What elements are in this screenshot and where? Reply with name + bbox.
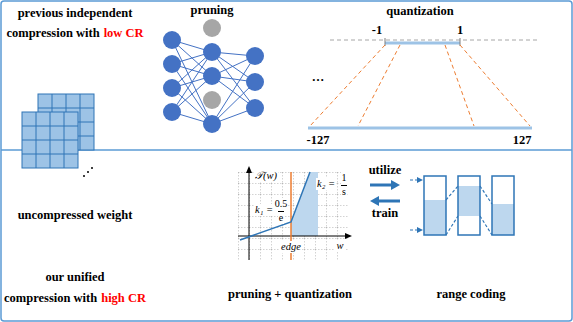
caption-text: our unified <box>45 270 104 284</box>
title-text: compression with low CR <box>6 23 143 41</box>
figure-title: quantization <box>386 4 453 18</box>
edge-label: train <box>372 206 398 220</box>
flow-arrow <box>370 180 400 190</box>
caption-text: compression with high CR <box>4 288 146 306</box>
node-caption: pruning + quantization <box>212 287 368 302</box>
axis-value: -1 <box>372 23 382 37</box>
figure-title: pruning <box>190 3 233 17</box>
axis-label: w <box>335 240 344 252</box>
edge-label: utilize <box>369 163 402 177</box>
node-caption: range coding <box>402 287 540 302</box>
range-coding-bars <box>410 176 514 235</box>
axis-label: 𝒯(w) <box>254 170 278 182</box>
slope-label: k₂ = <box>316 178 336 190</box>
pruned-network <box>163 19 264 133</box>
ellipsis-dots <box>83 167 93 177</box>
caption-text: high CR <box>101 291 146 305</box>
ellipsis: … <box>312 70 325 84</box>
fraction-denominator: e <box>278 211 284 224</box>
flow-arrow <box>370 196 400 206</box>
transfer-chart <box>238 166 352 260</box>
fraction-denominator: s <box>341 185 347 198</box>
quantization-figure <box>308 38 540 128</box>
weight-matrix <box>22 94 94 168</box>
title-text: compression with <box>6 26 99 40</box>
fraction-numerator: 1 <box>341 172 348 184</box>
chart-panel: pruning + quantization <box>212 160 368 306</box>
fraction-numerator: 0.5 <box>274 198 289 210</box>
axis-value: 127 <box>513 133 532 147</box>
title-text: low CR <box>104 26 144 40</box>
caption-text: uncompressed weight <box>18 208 133 222</box>
axis-value: 1 <box>457 23 463 37</box>
coding-panel: range coding <box>402 160 540 306</box>
title-text: previous independent <box>18 6 133 20</box>
caption-text: compression with <box>4 291 97 305</box>
slope-label: k₁ = <box>254 204 274 216</box>
edge-label: edge <box>280 241 302 253</box>
axis-value: -127 <box>307 133 330 147</box>
